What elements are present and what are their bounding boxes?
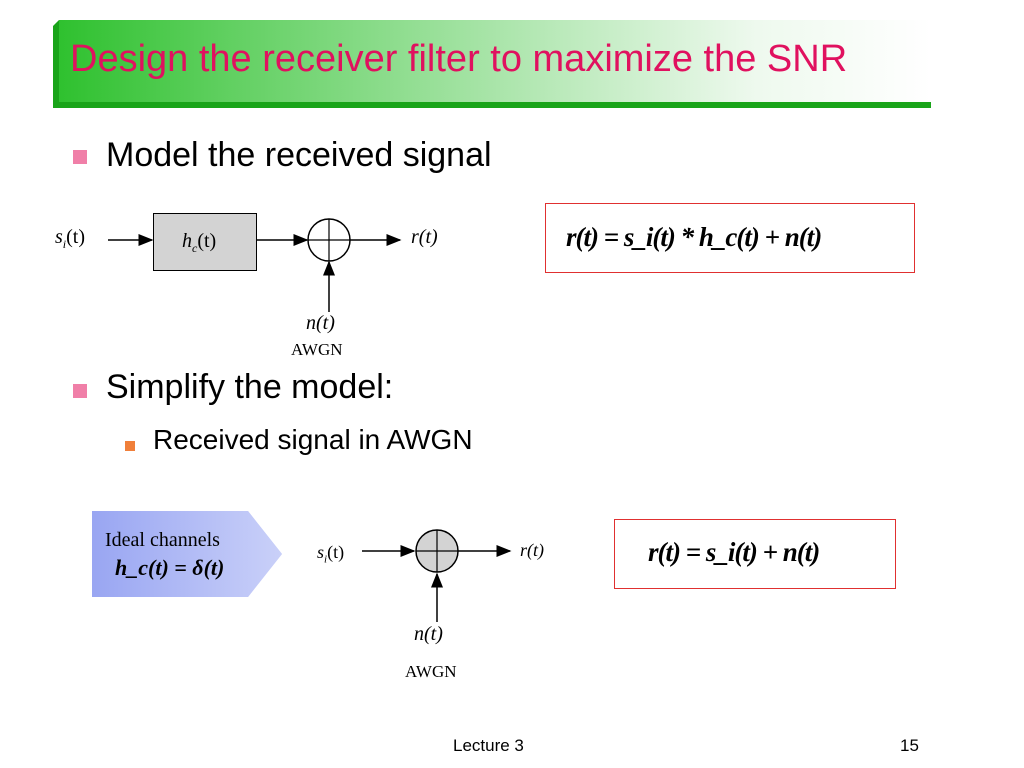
output-signal-label-1: r(t)	[411, 226, 438, 248]
bullet-marker	[73, 150, 87, 164]
ideal-channels-label: Ideal channels	[105, 529, 220, 551]
footer-lecture: Lecture 3	[453, 736, 524, 755]
sub-bullet-marker	[125, 441, 135, 451]
channel-filter-box	[153, 213, 257, 271]
summer-1	[307, 218, 351, 262]
summer-2	[415, 529, 459, 573]
filter-label: hc(t)	[182, 230, 217, 255]
page-title: Design the receiver filter to maximize t…	[70, 38, 848, 80]
bullet-model-received-signal: Model the received signal	[106, 136, 492, 174]
noise-label-2: n(t)	[414, 623, 443, 645]
input-signal-label-2: si(t)	[317, 542, 345, 566]
title-bar: Design the receiver filter to maximize t…	[53, 20, 931, 108]
equation-2: r(t) = s_i(t) + n(t)	[648, 537, 820, 567]
noise-label-1: n(t)	[306, 312, 335, 334]
bullet-marker	[73, 384, 87, 398]
title-bar-face	[59, 20, 931, 102]
equation-box-2	[614, 519, 896, 589]
page-number: 15	[900, 736, 919, 755]
output-signal-label-2: r(t)	[520, 540, 544, 560]
sub-bullet-received-signal-awgn: Received signal in AWGN	[153, 424, 473, 455]
equation-box-1	[545, 203, 915, 273]
equation-1: r(t) = s_i(t) * h_c(t) + n(t)	[566, 222, 822, 252]
ideal-channel-equation: h_c(t) = δ(t)	[115, 555, 225, 580]
awgn-label-1: AWGN	[291, 340, 343, 359]
awgn-label-2: AWGN	[405, 662, 457, 681]
bullet-simplify-model: Simplify the model:	[106, 368, 394, 406]
input-signal-label-1: si(t)	[55, 226, 86, 251]
